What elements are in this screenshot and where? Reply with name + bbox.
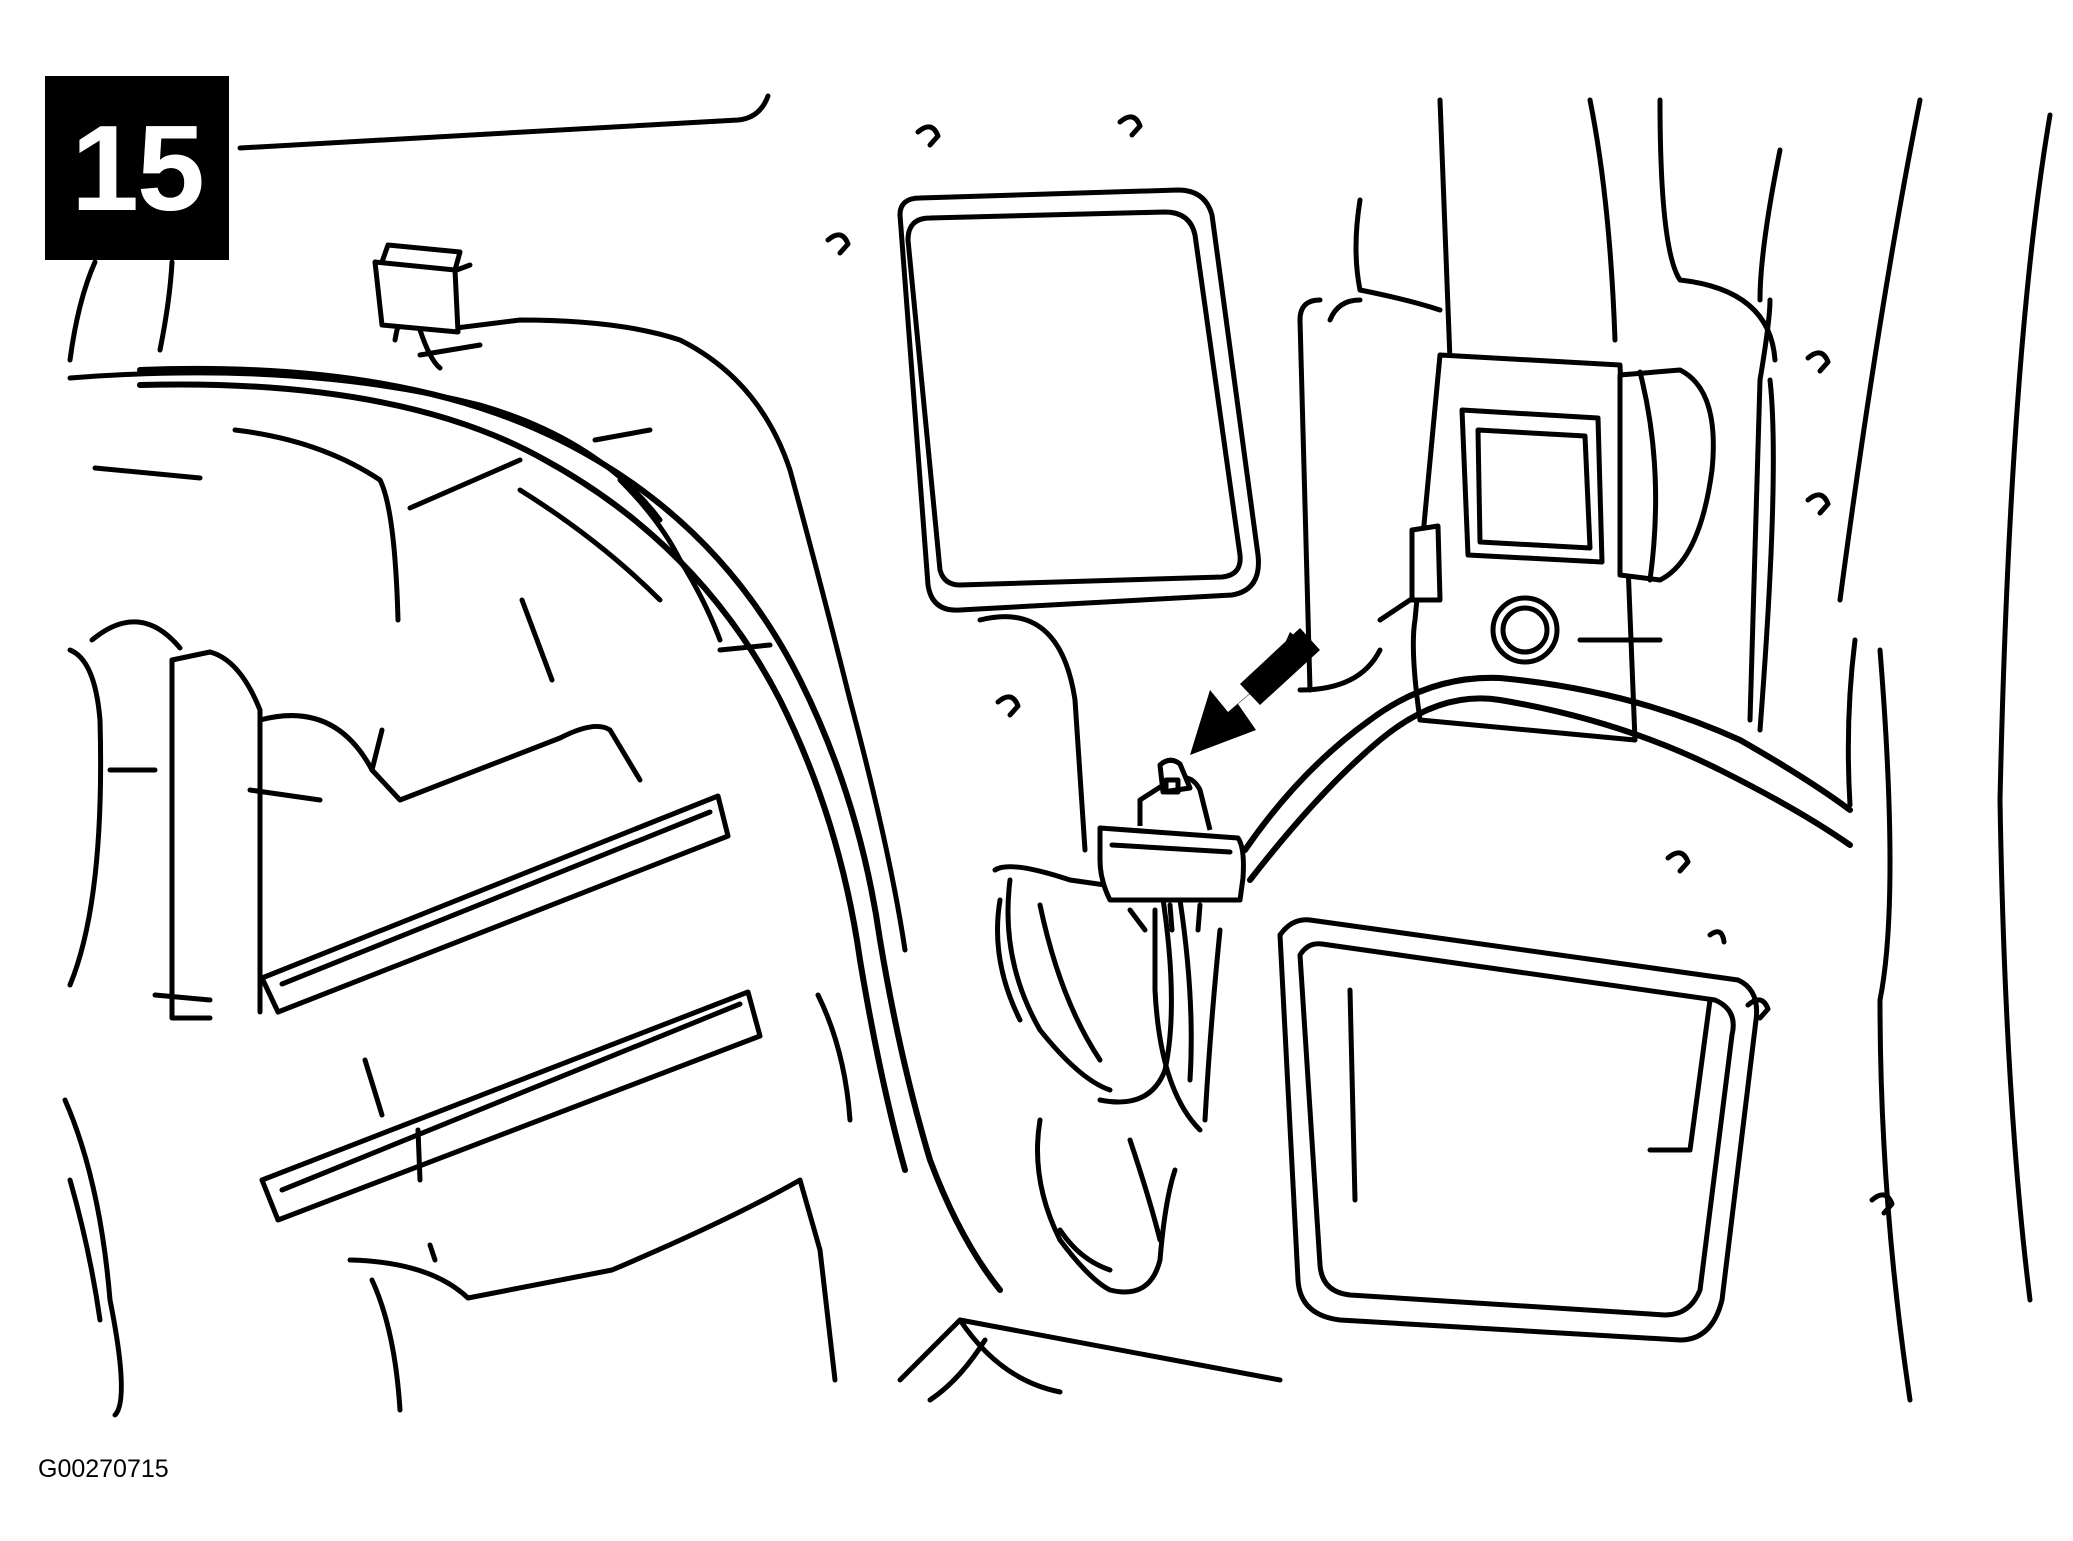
- badge-leader-line: [237, 93, 771, 151]
- wiring-harness: [137, 262, 1088, 1293]
- trim-slots: [259, 793, 853, 1413]
- left-trim-panel: [62, 259, 663, 1418]
- connector-plug: [1097, 757, 1246, 933]
- lower-bracket: [897, 1117, 1283, 1403]
- pillar-structure: [1297, 97, 2053, 1403]
- figure-id-label: G00270715: [38, 1455, 169, 1483]
- upper-access-hole: [897, 187, 1261, 613]
- fastener-holes: [825, 114, 1895, 1216]
- step-number-badge: 15: [45, 76, 229, 260]
- harness-clip: [372, 242, 463, 371]
- mounting-bracket: [1377, 352, 1716, 743]
- indicator-arrow-icon: [1190, 632, 1300, 755]
- lower-access-hole: [1277, 917, 1760, 1343]
- connector-branch-harness: [992, 637, 1858, 1133]
